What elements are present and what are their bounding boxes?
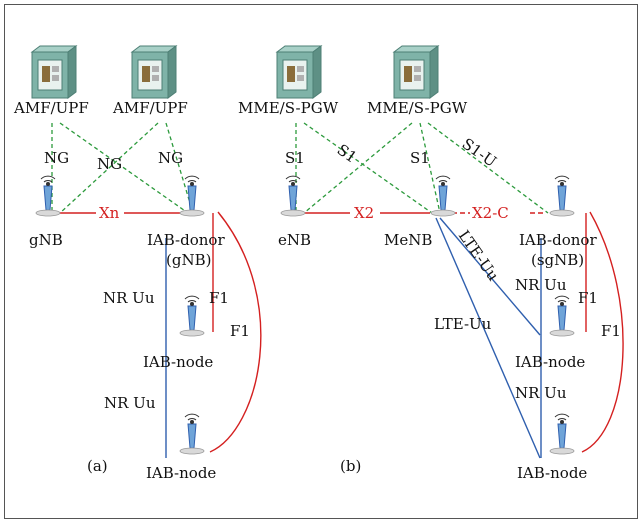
lte-uu-link-node1	[439, 217, 541, 336]
gnb-label: gNB	[29, 231, 63, 249]
figure-frame	[4, 4, 638, 519]
iab-node1-label-b: IAB-node	[515, 353, 585, 371]
ng-label-right: NG	[158, 149, 183, 167]
mme-spgw-server-left	[276, 45, 322, 99]
s1u-label: S1-U	[459, 135, 500, 171]
menb-label: MeNB	[384, 231, 432, 249]
f1-long-link-a	[209, 211, 262, 453]
core-label-right-b: MME/S-PGW	[367, 99, 468, 117]
mme-spgw-server-right	[393, 45, 439, 99]
iab-node2-antenna-a	[179, 413, 205, 455]
f1-long-link-b	[581, 211, 624, 453]
gnb-antenna	[35, 175, 61, 217]
iab-donor-antenna-a	[179, 175, 205, 217]
iab-donor-sub-b: (sgNB)	[531, 251, 584, 269]
nr-uu-label-b2: NR Uu	[515, 384, 567, 402]
x2-label: X2	[354, 204, 374, 222]
lte-uu-label-b: LTE-Uu	[434, 315, 492, 333]
s1u-link	[427, 122, 549, 214]
iab-donor-label-b: IAB-donor	[519, 231, 597, 249]
caption-b: (b)	[340, 457, 361, 475]
iab-donor-sub-a: (gNB)	[166, 251, 211, 269]
caption-a: (a)	[87, 457, 108, 475]
s1-label-mid: S1	[410, 149, 430, 167]
nr-uu-label-a2: NR Uu	[104, 394, 156, 412]
ng-link-right-gnb	[59, 122, 159, 214]
ng-label-left: NG	[44, 149, 69, 167]
f1-short-label-b: F1	[578, 289, 598, 307]
enb-label: eNB	[278, 231, 311, 249]
core-label-left-a: AMF/UPF	[13, 99, 89, 117]
core-label-right-a: AMF/UPF	[112, 99, 188, 117]
core-label-left-b: MME/S-PGW	[238, 99, 339, 117]
s1-link-left-menb	[303, 122, 433, 214]
amf-upf-server-left	[31, 45, 77, 99]
s1-label-diag: S1	[334, 141, 361, 167]
f1-long-label-b: F1	[601, 322, 621, 340]
iab-node1-antenna-b	[549, 295, 575, 337]
iab-node1-antenna-a	[179, 295, 205, 337]
s1-label-left: S1	[285, 149, 305, 167]
iab-donor-label-a: IAB-donor	[147, 231, 225, 249]
amf-upf-server-right	[131, 45, 177, 99]
iab-donor-antenna-b	[549, 175, 575, 217]
s1-link-right-menb	[419, 122, 441, 214]
iab-node2-antenna-b	[549, 413, 575, 455]
iab-node2-label-a: IAB-node	[146, 464, 216, 482]
nr-uu-label-a1: NR Uu	[103, 289, 155, 307]
enb-antenna	[280, 175, 306, 217]
x2c-label: X2-C	[472, 204, 509, 222]
f1-short-label-a: F1	[209, 289, 229, 307]
nr-uu-label-b1: NR Uu	[515, 276, 567, 294]
ng-label-mid: NG	[97, 155, 122, 173]
ng-link-left-donor	[59, 122, 189, 214]
f1-long-label-a: F1	[230, 322, 250, 340]
iab-node2-label-b: IAB-node	[517, 464, 587, 482]
menb-antenna	[430, 175, 456, 217]
lte-uu-diag-label: LTE-Uu	[455, 227, 503, 285]
iab-node1-label-a: IAB-node	[143, 353, 213, 371]
xn-label: Xn	[99, 204, 120, 222]
s1-link-right-enb	[303, 122, 413, 214]
lte-uu-link-node2	[435, 217, 541, 459]
